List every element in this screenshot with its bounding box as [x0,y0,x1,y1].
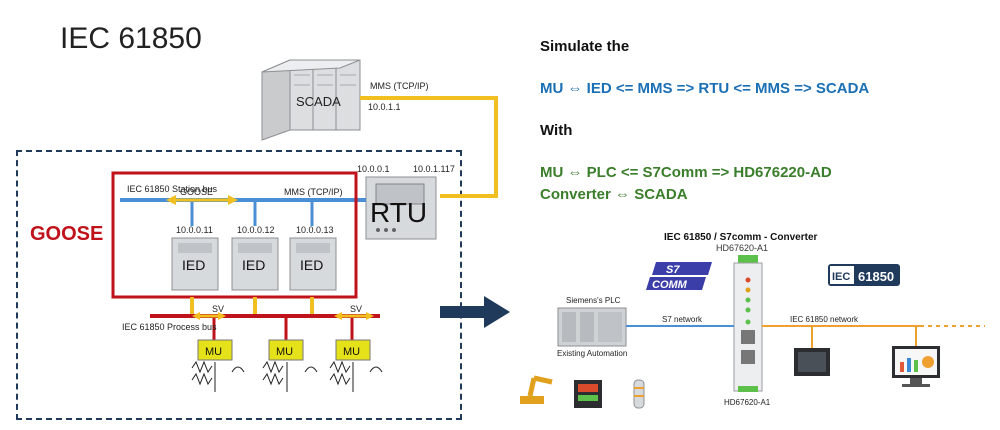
ied-label-3: IED [300,257,323,273]
converter-title: IEC 61850 / S7comm - Converter [664,232,818,243]
plc-label: Siemens's PLC [566,296,621,305]
iec-logo-left: IEC [832,271,850,283]
rtu-label: RTU [370,197,427,228]
process-bus-label: IEC 61850 Process bus [122,322,217,332]
scada-label: SCADA [296,94,341,109]
process-bus [150,297,380,340]
flow-arrow [440,296,510,328]
mms-top-link [360,96,498,198]
mms-station-label: MMS (TCP/IP) [284,187,343,197]
sensor-device-icon [633,379,645,409]
goose-arrow-label: GOOSE [180,187,213,197]
mu-label-1: MU [205,346,222,358]
ied-label-1: IED [182,257,205,273]
text-simulate: Simulate the [540,38,630,55]
s7-logo-text: S7 [666,264,680,276]
iec61850-logo [828,264,900,286]
hmi-panel-icon [794,348,830,376]
rtu-device-icon [365,176,437,240]
text-converter-scada: Converter ⇔ SCADA [540,186,688,203]
ip-rtu-b: 10.0.1.117 [413,164,455,174]
iec61850-architecture-panel [16,150,462,420]
ied-label-2: IED [242,257,265,273]
comm-logo-text: COMM [652,279,688,291]
sensor-symbols [191,360,383,392]
iec-network-line [762,325,985,348]
page-title: IEC 61850 [60,22,202,55]
s7-network-label: S7 network [662,315,703,324]
text-mu-plc-chain: MU ⇔ PLC <= S7Comm => HD676220-AD [540,164,832,181]
text-mu-ied-chain: MU ⇔ IED <= MMS => RTU <= MMS => SCADA [540,80,870,97]
mu-box-3 [335,339,371,361]
goose-boundary-box [111,171,358,299]
converter-model-bottom: HD67620-A1 [724,398,771,407]
mu-box-2 [268,339,304,361]
mu-box-1 [197,339,233,361]
ip-rtu-a: 10.0.0.1 [357,164,390,174]
ied-ip-2: 10.0.0.12 [237,225,275,235]
station-bus-label: IEC 61850 Station bus [127,184,218,194]
iec-network-label: IEC 61850 network [790,315,859,324]
ied-device-3 [289,237,337,291]
ied-ip-1: 10.0.0.11 [176,225,213,235]
robot-arm-icon [520,375,553,404]
sv-label-1: SV [212,304,224,314]
s7comm-logo [646,262,712,290]
converter-device [733,255,763,392]
converter-model: HD67620-A1 [716,243,768,253]
text-with: With [540,122,573,139]
temperature-controller-icon [574,380,602,408]
mu-label-2: MU [276,346,293,358]
plc-device-icon [557,307,627,347]
mu-label-3: MU [343,346,360,358]
scada-monitor-icon [892,346,940,387]
existing-automation-label: Existing Automation [557,349,627,358]
mms-top-label: MMS (TCP/IP) [370,81,429,91]
ied-device-1 [171,237,219,291]
scada-server-icon [261,59,361,141]
iec-logo-right: 61850 [858,269,894,284]
ied-ip-3: 10.0.0.13 [296,225,334,235]
sv-label-2: SV [350,304,362,314]
station-bus [120,195,366,226]
goose-big-label: GOOSE [30,223,103,245]
ied-device-2 [231,237,279,291]
ip-scada: 10.0.1.1 [368,102,401,112]
